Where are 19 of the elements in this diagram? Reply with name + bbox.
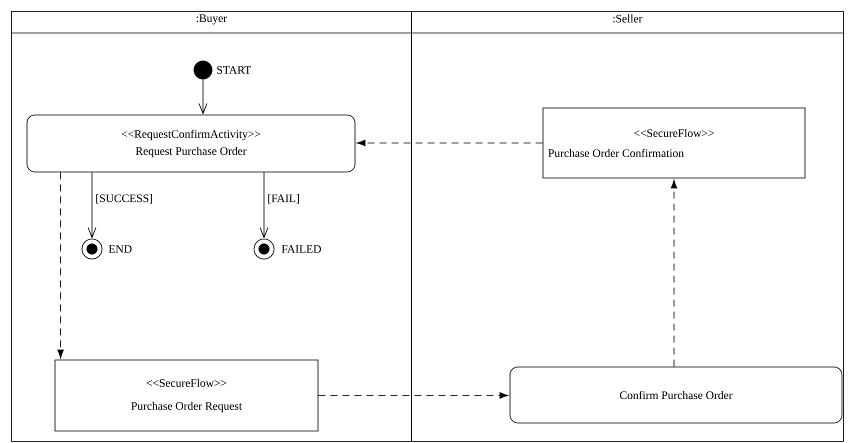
end-node: [254, 238, 274, 260]
arrow: [57, 172, 64, 358]
node-label: END: [108, 245, 132, 253]
arrow: [260, 172, 268, 239]
node-label: START: [217, 66, 252, 74]
edge-label: [SUCCESS]: [96, 194, 152, 204]
activity-box: <<RequestConfirmActivity>> Request Purchase Order: [26, 114, 356, 172]
start-node: [194, 60, 212, 80]
activity-box: Confirm Purchase Order: [510, 366, 842, 424]
flow-box: <<SecureFlow>> Purchase Order Request: [54, 360, 318, 432]
arrow: [198, 79, 208, 115]
end-node: [82, 238, 102, 260]
arrow: [318, 392, 508, 399]
arrow: [88, 172, 96, 239]
node-label: FAILED: [282, 245, 321, 253]
edge-label: [FAIL]: [268, 194, 299, 204]
flow-box: <<SecureFlow>> Purchase Order Confirmation: [542, 108, 806, 178]
arrow: [670, 180, 678, 367]
arrow: [356, 140, 543, 146]
